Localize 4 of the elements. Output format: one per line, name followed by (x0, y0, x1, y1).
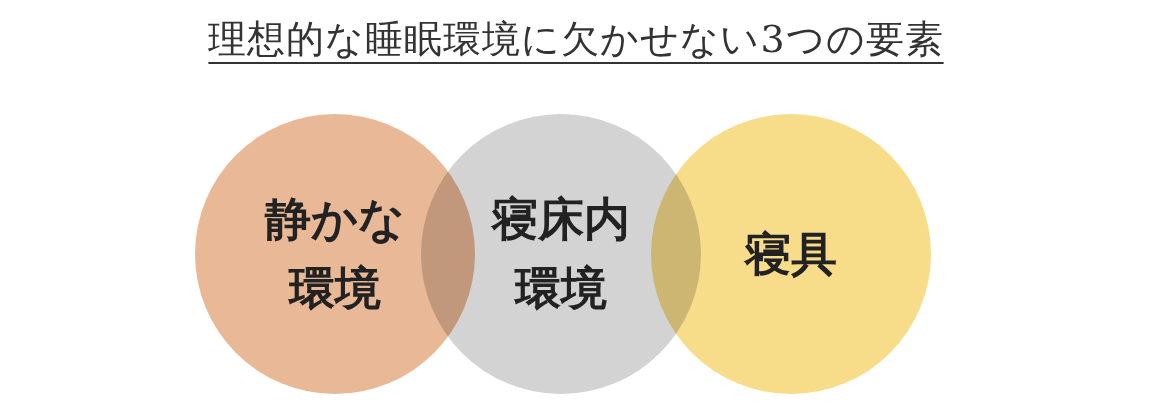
circle-label: 静かな環境 (263, 191, 406, 317)
title: 理想的な睡眠環境に欠かせない3つの要素 (208, 17, 944, 61)
circle-label: 寝具 (743, 225, 838, 283)
circle-label: 寝床内環境 (490, 191, 631, 317)
